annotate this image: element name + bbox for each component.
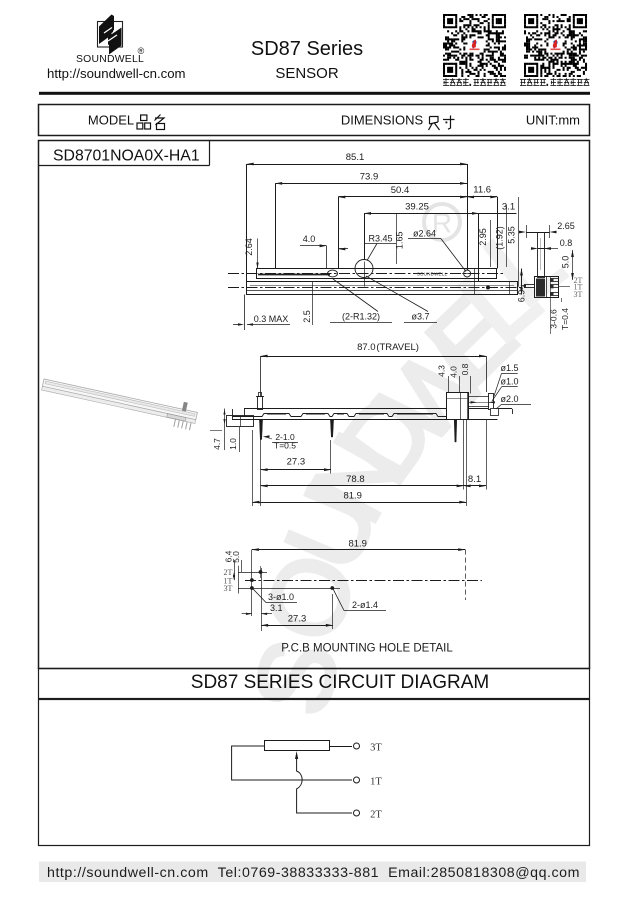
svg-text:4.7: 4.7 xyxy=(212,438,222,450)
svg-text:®: ® xyxy=(138,46,145,56)
svg-text:ø2.64: ø2.64 xyxy=(413,229,436,239)
svg-text:ø1.5: ø1.5 xyxy=(500,363,518,373)
svg-text:http://soundwell-cn.com Tel:0: http://soundwell-cn.com Tel:0769-3883333… xyxy=(47,865,580,881)
svg-text:2.64: 2.64 xyxy=(244,238,254,256)
svg-text:2T: 2T xyxy=(574,276,583,285)
svg-text:6.9: 6.9 xyxy=(517,290,527,303)
svg-text:1T: 1T xyxy=(370,777,382,788)
svg-text:T=0.5: T=0.5 xyxy=(274,441,296,451)
svg-text:4.0: 4.0 xyxy=(449,366,459,378)
svg-text:0.3 MAX: 0.3 MAX xyxy=(254,314,289,324)
svg-text:R3.45: R3.45 xyxy=(368,234,392,244)
svg-text:MODEL: MODEL xyxy=(88,113,134,128)
svg-text:3-0.6: 3-0.6 xyxy=(549,309,559,329)
svg-text:SENSOR: SENSOR xyxy=(275,65,339,82)
svg-text:DIMENSIONS: DIMENSIONS xyxy=(341,113,424,128)
svg-text:SD87 SERIES CIRCUIT DIAGRAM: SD87 SERIES CIRCUIT DIAGRAM xyxy=(191,672,489,693)
svg-text:3.1: 3.1 xyxy=(502,202,515,213)
svg-text:1T: 1T xyxy=(574,283,583,292)
svg-text:SOUNDWELL: SOUNDWELL xyxy=(417,272,448,277)
svg-text:3.1: 3.1 xyxy=(270,603,283,613)
svg-text:50.4: 50.4 xyxy=(391,185,410,196)
svg-text:UNIT:mm: UNIT:mm xyxy=(526,113,580,128)
svg-text:39.25: 39.25 xyxy=(405,201,429,212)
svg-text:ø1.0: ø1.0 xyxy=(500,377,518,387)
svg-text:5.35: 5.35 xyxy=(507,226,517,244)
svg-text:3T: 3T xyxy=(224,584,233,593)
svg-text:(2-R1.32): (2-R1.32) xyxy=(342,312,380,322)
svg-text:2T: 2T xyxy=(224,568,233,577)
svg-text:0.8: 0.8 xyxy=(560,238,573,248)
svg-text:ø3.7: ø3.7 xyxy=(411,312,429,322)
svg-text:5.0: 5.0 xyxy=(561,256,571,269)
svg-text:http://soundwell-cn.com: http://soundwell-cn.com xyxy=(47,66,186,81)
svg-text:(1.92): (1.92) xyxy=(495,226,505,250)
svg-text:2-1.0: 2-1.0 xyxy=(275,432,295,442)
svg-text:11.6: 11.6 xyxy=(473,185,491,196)
svg-text:SD8701NOA0X-HA1: SD8701NOA0X-HA1 xyxy=(53,148,200,165)
svg-text:2.5: 2.5 xyxy=(302,310,312,323)
svg-text:4.3: 4.3 xyxy=(437,365,447,377)
svg-text:1.65: 1.65 xyxy=(394,232,404,250)
svg-text:3T: 3T xyxy=(370,743,382,754)
svg-text:6.4: 6.4 xyxy=(224,550,234,562)
svg-text:SOUNDWELL: SOUNDWELL xyxy=(76,54,144,65)
svg-text:73.9: 73.9 xyxy=(360,171,379,182)
svg-text:T=0.4: T=0.4 xyxy=(560,308,570,330)
svg-text:2.65: 2.65 xyxy=(557,221,575,231)
svg-text:3-ø1.0: 3-ø1.0 xyxy=(268,592,294,602)
svg-text:4.0: 4.0 xyxy=(303,234,316,244)
svg-text:1.0: 1.0 xyxy=(228,438,238,450)
svg-text:81.9: 81.9 xyxy=(348,539,367,550)
svg-text:SD87 Series: SD87 Series xyxy=(251,38,363,60)
svg-text:R: R xyxy=(432,208,452,239)
svg-text:3T: 3T xyxy=(574,290,583,299)
svg-text:85.1: 85.1 xyxy=(346,152,365,163)
svg-text:27.3: 27.3 xyxy=(287,457,306,468)
svg-text:0.8: 0.8 xyxy=(460,363,470,375)
svg-text:P.C.B MOUNTING HOLE DETAIL: P.C.B MOUNTING HOLE DETAIL xyxy=(281,643,453,655)
svg-text:27.3: 27.3 xyxy=(288,614,307,625)
svg-text:5.0: 5.0 xyxy=(231,551,241,563)
svg-text:2.95: 2.95 xyxy=(478,228,488,246)
svg-text:87.0 (TRAVEL): 87.0 (TRAVEL) xyxy=(357,342,419,353)
svg-text:78.8: 78.8 xyxy=(346,474,365,485)
svg-text:2-ø1.4: 2-ø1.4 xyxy=(352,600,378,610)
svg-text:ø2.0: ø2.0 xyxy=(500,394,518,404)
svg-text:81.9: 81.9 xyxy=(343,490,362,501)
svg-text:2T: 2T xyxy=(370,810,382,821)
svg-text:8.1: 8.1 xyxy=(468,474,481,485)
svg-text:1T: 1T xyxy=(224,577,233,586)
